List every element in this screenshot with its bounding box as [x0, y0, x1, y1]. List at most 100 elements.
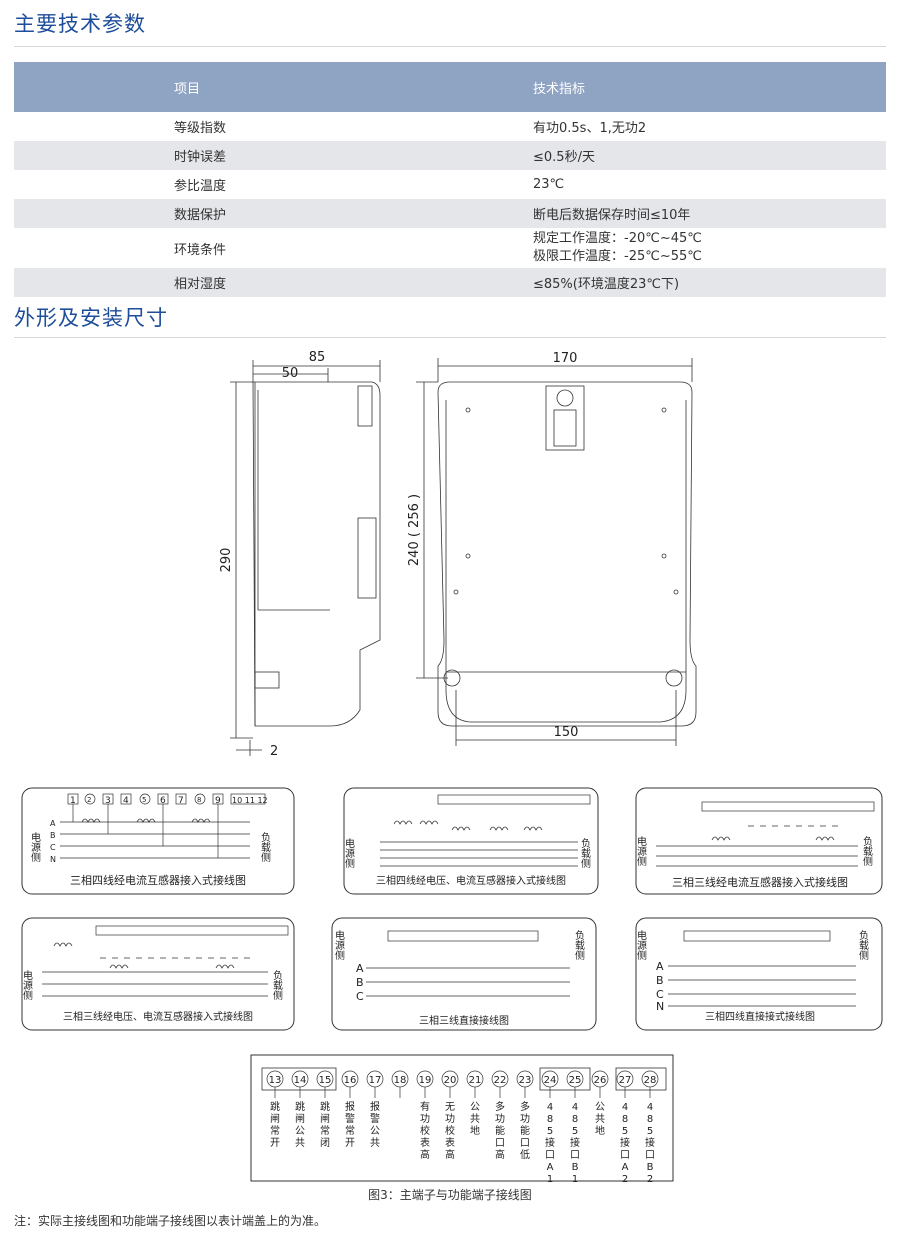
phase-n: N	[50, 855, 56, 864]
source-side-label: 电源侧	[635, 929, 647, 961]
load-side-label: 负载侧	[857, 929, 869, 961]
wiring-diagram-2: 电源侧 负载侧 三相四线经电压、电流互感器接入式接线图	[343, 787, 599, 895]
terminal-number: 22	[494, 1075, 507, 1086]
terminal-label-char: 1	[547, 1174, 553, 1184]
terminal-label-char: 2	[622, 1174, 628, 1184]
figure-caption: 图3：主端子与功能端子接线图	[368, 1188, 532, 1202]
terminal-label-char: 功	[445, 1113, 455, 1125]
func-terminal: 18	[391, 1070, 409, 1098]
side-view-outline	[252, 381, 381, 727]
footnote: 注：实际主接线图和功能端子接线图以表计端盖上的为准。	[14, 1214, 327, 1228]
terminal-number: 17	[369, 1075, 382, 1086]
terminal-label-char: 口	[620, 1150, 630, 1161]
terminal-label-char: 闸	[270, 1112, 280, 1125]
terminal-label-char: 5	[647, 1126, 653, 1137]
terminal-number: 16	[344, 1075, 357, 1086]
terminal-label-char: 8	[547, 1114, 553, 1125]
wiring-diagram-6: 电源侧 负载侧 A B C N 三相四线直接接式接线图	[635, 917, 883, 1031]
svg-text:6: 6	[160, 796, 166, 806]
phase-a: A	[50, 819, 56, 828]
dim-85: 85	[309, 350, 326, 365]
terminal-label-char: 4	[622, 1102, 628, 1113]
terminal-label-char: 能	[495, 1124, 505, 1137]
row-item: 环境条件	[174, 242, 227, 258]
dim-150: 150	[554, 725, 579, 740]
terminal-label-char: 4	[647, 1102, 653, 1113]
svg-text:9: 9	[215, 796, 221, 806]
wiring-diagram-3: 电源侧 负载侧 三相三线经电流互感器接入式接线图	[635, 787, 883, 895]
row-item: 时钟误差	[14, 141, 387, 170]
row-value: ≤0.5秒/天	[387, 141, 886, 170]
phase-n: N	[656, 1000, 664, 1013]
terminal-label-char: 闭	[320, 1136, 330, 1149]
table-row: 等级指数 有功0.5s、1,无功2	[14, 112, 886, 141]
diagram-title: 三相四线直接接式接线图	[705, 1010, 815, 1023]
phase-a: A	[356, 962, 364, 975]
terminal-number: 28	[644, 1075, 657, 1086]
row-item: 等级指数	[174, 121, 227, 136]
terminal-label-char: 高	[495, 1148, 505, 1161]
terminal-label-char: 公	[470, 1102, 480, 1113]
terminal-label-char: 报	[345, 1100, 355, 1113]
row-value: 规定工作温度：-20℃~45℃ 极限工作温度：-25℃~55℃	[387, 228, 886, 268]
source-side-label: 电源侧	[29, 831, 41, 863]
terminal-label-char: 功	[520, 1113, 530, 1125]
terminal-label-char: 表	[420, 1136, 430, 1149]
svg-text:3: 3	[105, 796, 111, 806]
row-value-line: 规定工作温度：-20℃~45℃	[533, 231, 702, 246]
terminal-label-char: 闸	[295, 1112, 305, 1125]
section-title-dimensions: 外形及安装尺寸	[14, 306, 168, 330]
terminal-label-char: 8	[622, 1114, 628, 1125]
svg-text:10 11 12: 10 11 12	[232, 796, 268, 805]
divider	[14, 46, 886, 47]
source-side-label: 电源侧	[635, 835, 647, 867]
terminal-label-char: 共	[295, 1137, 305, 1149]
phase-c: C	[50, 843, 56, 852]
svg-text:2: 2	[87, 796, 91, 804]
row-item: 数据保护	[14, 199, 387, 228]
table-row: 数据保护 断电后数据保存时间≤10年	[14, 199, 886, 228]
svg-text:8: 8	[197, 796, 201, 804]
terminal-label-char: 4	[547, 1102, 553, 1113]
terminal-label-char: 高	[420, 1148, 430, 1161]
diagram-title: 三相三线经电压、电流互感器接入式接线图	[63, 1010, 253, 1023]
terminal-label-char: 2	[647, 1174, 653, 1184]
dim-290: 290	[219, 548, 234, 573]
terminal-number: 14	[294, 1075, 307, 1086]
load-side-label: 负载侧	[573, 929, 585, 961]
terminal-label-char: 多	[520, 1100, 530, 1113]
diagram-title: 三相四线经电压、电流互感器接入式接线图	[376, 874, 566, 887]
terminal-number: 25	[569, 1075, 582, 1086]
svg-text:1: 1	[70, 796, 76, 806]
terminal-label-char: 8	[572, 1114, 578, 1125]
terminal-label-char: 有	[420, 1100, 430, 1113]
terminal-label-char: 功	[420, 1113, 430, 1125]
terminal-label-char: 公	[370, 1126, 380, 1137]
wiring-diagrams: 1 2 3 4 5 6 7 8 9 10 11 12 电源侧 负载侧 A B C…	[21, 787, 883, 1031]
table-row: 参比温度 23℃	[14, 170, 886, 199]
terminal-label-char: 无	[445, 1102, 455, 1113]
terminal-label-char: B	[572, 1162, 579, 1173]
terminal-label-char: 开	[270, 1138, 280, 1149]
svg-text:7: 7	[178, 796, 184, 806]
table-row: 环境条件 规定工作温度：-20℃~45℃ 极限工作温度：-25℃~55℃	[14, 228, 886, 268]
terminal-label-char: 闸	[320, 1112, 330, 1125]
table-row: 时钟误差 ≤0.5秒/天	[14, 141, 886, 170]
terminal-label-char: A	[622, 1162, 629, 1173]
terminal-label-char: 5	[547, 1126, 553, 1137]
terminal-label-char: 口	[570, 1150, 580, 1161]
section-title-specs: 主要技术参数	[14, 12, 146, 36]
terminal-label-char: 报	[370, 1100, 380, 1113]
terminal-label-char: 开	[345, 1138, 355, 1149]
terminal-label-char: 跳	[295, 1100, 305, 1113]
terminal-label-char: 接	[645, 1136, 655, 1149]
